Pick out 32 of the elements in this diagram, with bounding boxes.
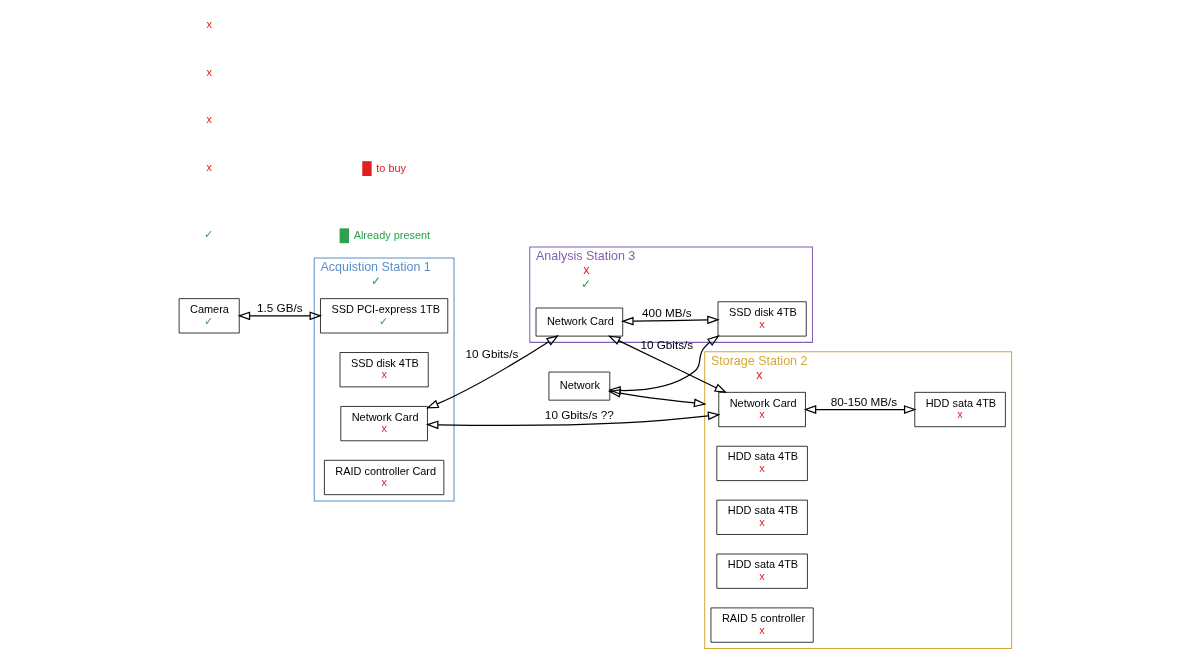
node-box: HDD sata 4TB x bbox=[716, 553, 808, 589]
edge-label: 10 Gbits/s ?? bbox=[544, 407, 614, 421]
node-box: HDD sata 4TB x bbox=[716, 499, 808, 535]
label: ✓ bbox=[204, 228, 214, 241]
legend-label: Already present bbox=[353, 228, 431, 241]
edge-label: 1.5 GB/s bbox=[257, 300, 303, 314]
node-box: Network Card x bbox=[340, 406, 428, 442]
node-box: HDD sata 4TB x bbox=[716, 445, 808, 481]
node-box: Network bbox=[548, 371, 611, 401]
arrow bbox=[620, 315, 720, 326]
node-box: Network Card x bbox=[718, 391, 806, 428]
node-box: Camera ✓ bbox=[178, 298, 240, 334]
node-box: Network Card bbox=[535, 307, 624, 337]
arrow bbox=[608, 388, 707, 408]
label: x bbox=[206, 113, 212, 126]
edge-label: 80-150 MB/s bbox=[830, 394, 898, 408]
node-box: SSD disk 4TB x bbox=[717, 301, 807, 337]
arrow bbox=[425, 411, 721, 430]
node-box: RAID 5 controller x bbox=[710, 607, 814, 643]
arrow bbox=[426, 335, 559, 409]
label: x bbox=[206, 18, 212, 31]
label: x bbox=[206, 161, 212, 174]
label: x bbox=[206, 65, 212, 78]
edge-label: 10 Gbits/s bbox=[465, 346, 519, 360]
node-box: SSD PCI-express 1TB ✓ bbox=[320, 298, 449, 334]
node-box: HDD sata 4TB x bbox=[914, 391, 1006, 428]
arrow bbox=[803, 405, 917, 414]
legend-label: to buy bbox=[376, 161, 407, 174]
node-box: SSD disk 4TB x bbox=[339, 352, 429, 388]
node-box: RAID controller Card x bbox=[324, 459, 445, 496]
arrow bbox=[237, 311, 323, 321]
edge-label: 400 MB/s bbox=[642, 305, 692, 319]
